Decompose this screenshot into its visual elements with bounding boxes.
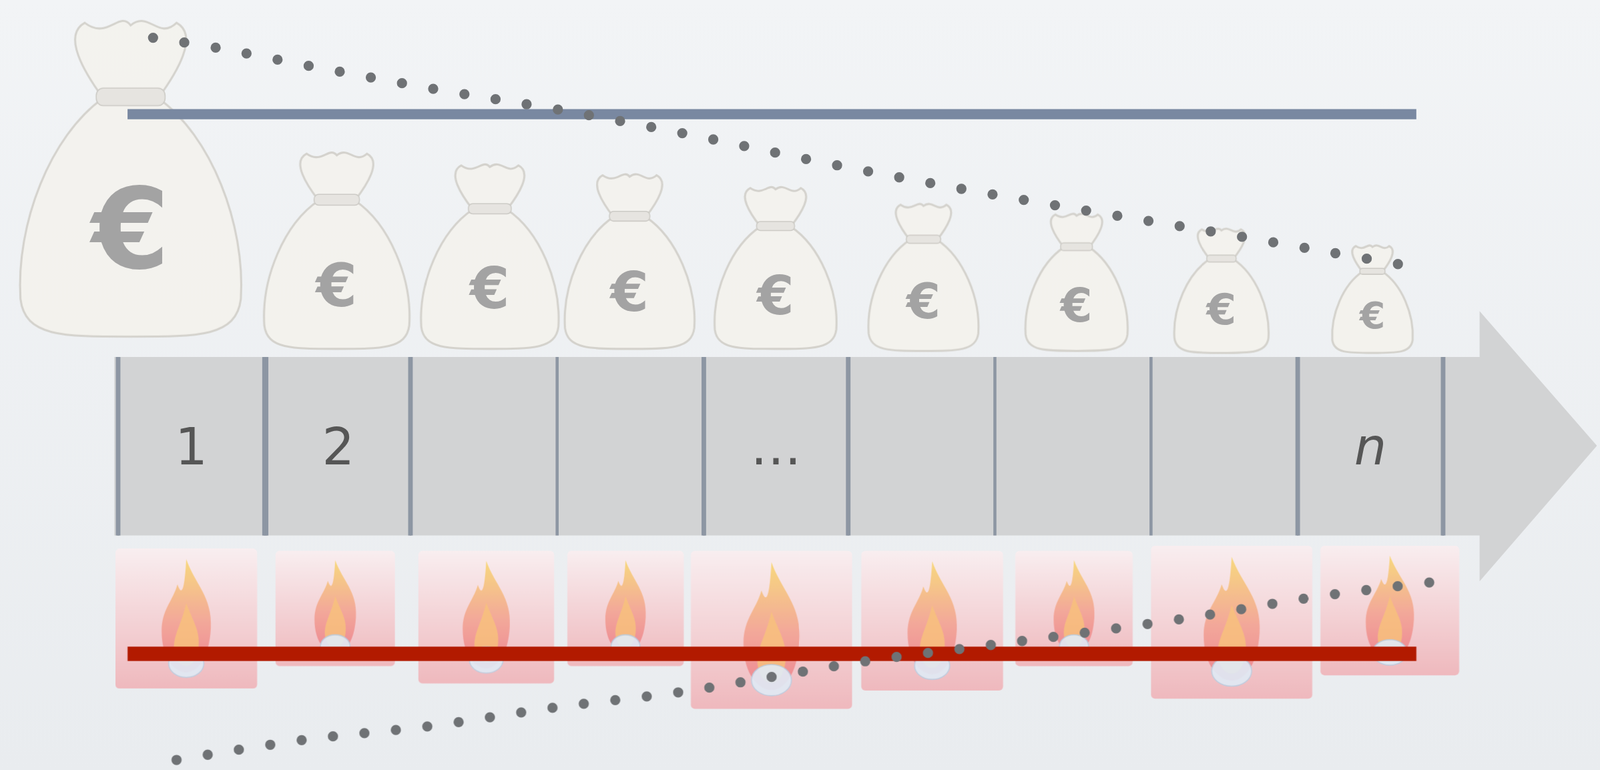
fire-tile bbox=[690, 550, 853, 709]
cell-number: n bbox=[1354, 416, 1387, 476]
bag-body bbox=[868, 204, 979, 352]
money-bag bbox=[1025, 213, 1128, 352]
cell-divider bbox=[993, 357, 997, 537]
fire-icon bbox=[690, 550, 853, 709]
timeline-cell: … bbox=[702, 357, 850, 537]
fire-tile bbox=[115, 548, 257, 689]
timeline-cell: 1 bbox=[117, 357, 266, 537]
bag-tie bbox=[609, 211, 651, 222]
bag-tie bbox=[1206, 254, 1237, 262]
timeline-cell: 2 bbox=[264, 357, 412, 537]
fire-tile bbox=[861, 550, 1003, 691]
money-bag bbox=[421, 164, 559, 350]
money-bag bbox=[20, 20, 241, 337]
bag-tie bbox=[1060, 242, 1093, 251]
bag-tie bbox=[314, 194, 360, 205]
euro-sign: € bbox=[469, 260, 510, 318]
cell-number: 2 bbox=[321, 416, 355, 476]
bag-tie bbox=[96, 88, 165, 106]
timeline-arrow bbox=[114, 311, 1597, 582]
bag-body bbox=[20, 20, 241, 337]
flame bbox=[314, 560, 356, 658]
bag-tie bbox=[468, 203, 512, 214]
fire-icon bbox=[418, 550, 555, 684]
timeline-cell: n bbox=[1296, 357, 1444, 537]
flame bbox=[1203, 556, 1260, 687]
money-bag bbox=[564, 174, 695, 350]
euro-sign: € bbox=[610, 264, 649, 321]
cell-number: 1 bbox=[174, 416, 208, 476]
cell-divider bbox=[555, 357, 559, 537]
bag-tie bbox=[756, 221, 795, 231]
bag-tie bbox=[1359, 268, 1386, 275]
cost-line bbox=[127, 646, 1417, 661]
fire-icon bbox=[861, 550, 1003, 691]
euro-sign: € bbox=[756, 269, 794, 323]
money-bag bbox=[714, 186, 837, 349]
fire-tile bbox=[418, 550, 555, 684]
euro-sign: € bbox=[316, 256, 358, 316]
bag-body bbox=[1174, 228, 1269, 354]
fire-icons bbox=[115, 546, 1460, 710]
cell-number: … bbox=[750, 416, 802, 476]
bag-body bbox=[421, 164, 559, 350]
bag-tie bbox=[906, 234, 941, 243]
euro-sign: € bbox=[1206, 289, 1237, 332]
bag-body bbox=[564, 174, 695, 350]
dotted-trend bbox=[176, 580, 1447, 761]
flame bbox=[1053, 560, 1095, 658]
bag-body bbox=[263, 152, 410, 350]
cell-divider bbox=[1149, 357, 1153, 537]
money-bag bbox=[1174, 228, 1269, 354]
dotted-trend bbox=[152, 38, 1417, 268]
euro-sign: € bbox=[906, 276, 941, 326]
money-bag bbox=[263, 152, 410, 350]
money-bags bbox=[20, 20, 1414, 354]
euro-sign: € bbox=[1060, 283, 1093, 330]
flame bbox=[605, 560, 647, 658]
fire-icon bbox=[115, 548, 257, 689]
euro-sign: € bbox=[1359, 297, 1386, 335]
budget-line bbox=[127, 109, 1417, 120]
flame bbox=[907, 561, 958, 680]
bag-body bbox=[1025, 213, 1128, 352]
money-bag bbox=[868, 204, 979, 352]
euro-sign: € bbox=[91, 173, 170, 286]
bag-body bbox=[714, 186, 837, 349]
